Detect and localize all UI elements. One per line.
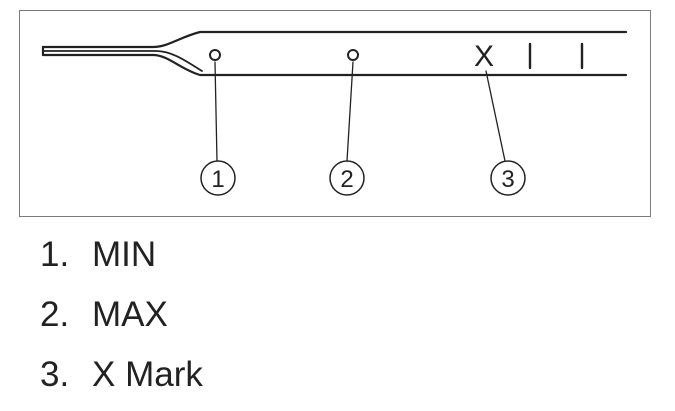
legend-list: 1. MIN 2. MAX 3. X Mark bbox=[40, 230, 203, 410]
callout-number-2: 2 bbox=[340, 166, 353, 193]
dipstick-drawing: X 1 2 3 bbox=[41, 30, 628, 196]
legend-label-min: MIN bbox=[92, 235, 157, 274]
legend-item-max: 2. MAX bbox=[40, 290, 203, 350]
dipstick-tip-lower bbox=[41, 53, 628, 77]
leader-line-2 bbox=[346, 61, 354, 162]
legend-label-max: MAX bbox=[92, 295, 168, 334]
legend-number: 3. bbox=[40, 355, 70, 394]
leader-line-1 bbox=[214, 61, 218, 162]
min-hole-mark bbox=[209, 49, 221, 61]
dipstick-diagram: X 1 2 3 bbox=[19, 10, 651, 217]
dipstick-tip bbox=[41, 30, 628, 49]
callout-number-3: 3 bbox=[501, 166, 514, 193]
max-hole-mark bbox=[347, 49, 359, 61]
legend-item-min: 1. MIN bbox=[40, 230, 203, 290]
x-mark: X bbox=[474, 40, 494, 73]
legend-item-x-mark: 3. X Mark bbox=[40, 350, 203, 410]
legend-label-x-mark: X Mark bbox=[92, 355, 203, 394]
callout-number-1: 1 bbox=[211, 166, 224, 193]
dipstick-inner-line bbox=[43, 50, 203, 72]
legend-number: 1. bbox=[40, 235, 70, 274]
callout-circle-3 bbox=[490, 160, 526, 196]
callout-circle-2 bbox=[329, 160, 365, 196]
leader-line-3 bbox=[485, 70, 506, 162]
legend-number: 2. bbox=[40, 295, 70, 334]
callout-circle-1 bbox=[200, 160, 236, 196]
